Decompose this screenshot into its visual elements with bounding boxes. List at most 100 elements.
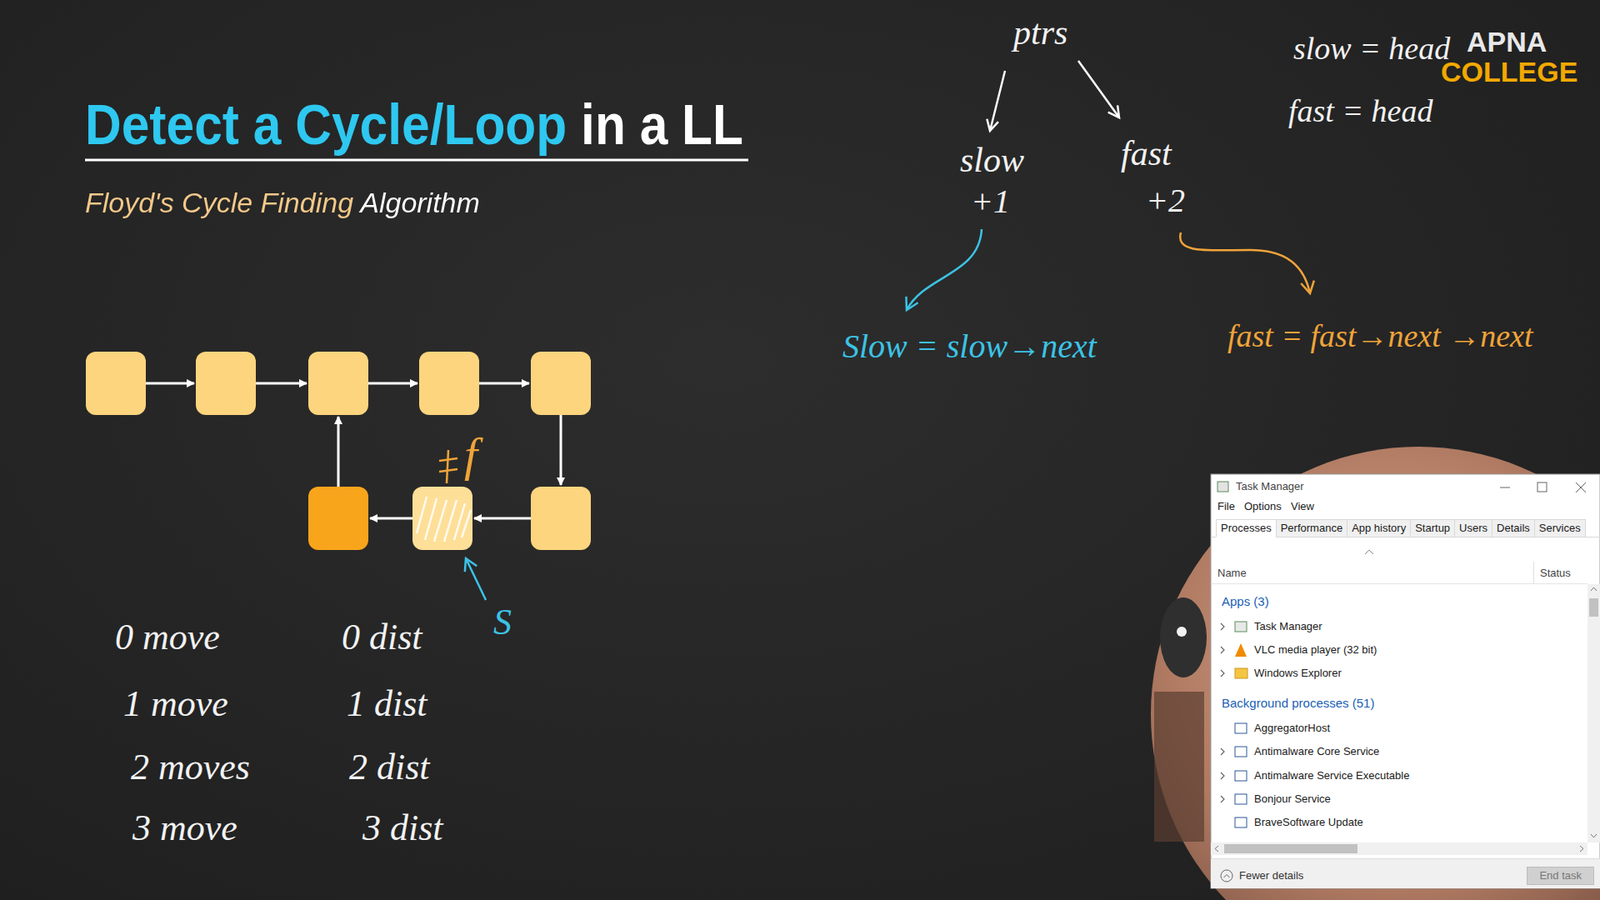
scrollbar xyxy=(1587,584,1600,843)
cycle-start-node xyxy=(308,486,369,550)
window-title: Task Manager xyxy=(1235,480,1305,494)
fast-mark xyxy=(446,450,449,484)
expand-chevron xyxy=(1220,623,1225,803)
title: Detect a Cycle/Loop in a LL xyxy=(85,90,744,160)
process-icon xyxy=(1235,770,1247,781)
close-button xyxy=(1575,482,1586,493)
linked-list-node xyxy=(195,351,256,415)
column-header: Status xyxy=(1540,566,1571,580)
expand-chevron xyxy=(1220,748,1225,755)
list-pointer-arrow xyxy=(337,416,340,487)
headphone-dot xyxy=(1176,626,1187,637)
tab: App history xyxy=(1346,519,1411,538)
process-icon xyxy=(1235,723,1247,734)
expand-chevron xyxy=(1220,623,1225,630)
process-name: VLC media player (32 bit) xyxy=(1254,643,1377,657)
fast-mark xyxy=(439,450,458,484)
expand-chevron xyxy=(1220,646,1225,654)
scrollbar-thumb xyxy=(1589,598,1599,617)
menu-item: Options xyxy=(1244,500,1282,514)
move-count: 2 moves xyxy=(130,745,250,790)
maximize-button xyxy=(1537,482,1547,492)
list-pointer-arrow xyxy=(474,517,531,520)
distance: 0 dist xyxy=(341,615,423,660)
pointer-name: fast xyxy=(1120,132,1172,175)
meeting-scribble xyxy=(416,496,427,534)
linked-list-node xyxy=(419,351,480,415)
expand-chevron xyxy=(1220,670,1225,677)
distance: 3 dist xyxy=(362,806,444,851)
scroll-arrow xyxy=(1215,845,1219,852)
list-pointer-arrow xyxy=(560,415,563,485)
slow-pointer-mark: S xyxy=(493,600,512,645)
chalk-arrow xyxy=(1180,232,1310,294)
vlc-icon xyxy=(1235,643,1247,657)
group-header: Background processes (51) xyxy=(1221,695,1375,711)
chalk-note: ptrs xyxy=(1013,11,1068,54)
process-icon xyxy=(1235,817,1247,828)
menu-item: View xyxy=(1290,500,1315,514)
meeting-scribble xyxy=(434,500,447,542)
linked-list-node xyxy=(308,351,369,415)
expand-chevron xyxy=(1220,772,1225,780)
step-size: +2 xyxy=(1145,180,1185,221)
update-rule: fast = fast→next →next xyxy=(1227,317,1534,356)
list-pointer-arrow xyxy=(368,382,418,385)
linked-list-node xyxy=(85,351,146,415)
menu-item: File xyxy=(1217,500,1235,514)
h-scrollbar-thumb xyxy=(1224,844,1358,854)
webcam-circle xyxy=(1150,446,1600,900)
process-name: BraveSoftware Update xyxy=(1254,815,1364,830)
list-pointer-arrow xyxy=(145,383,561,519)
slow-leader xyxy=(465,558,486,600)
fewer-details-icon xyxy=(1220,870,1233,882)
window-frame xyxy=(1210,474,1600,889)
group-header: Apps (3) xyxy=(1221,594,1270,610)
title-underline xyxy=(85,159,749,162)
scroll-arrow xyxy=(1590,587,1597,591)
watermark: COLLEGE xyxy=(1440,55,1578,90)
h-scrollbar xyxy=(1210,842,1588,855)
process-icon xyxy=(1235,621,1247,632)
process-name: Antimalware Service Executable xyxy=(1254,769,1410,783)
tab: Startup xyxy=(1410,519,1455,538)
process-icon xyxy=(1235,794,1247,805)
distance: 2 dist xyxy=(349,745,430,790)
linked-list-node xyxy=(530,486,591,550)
tab: Processes xyxy=(1215,519,1277,538)
chalk-arrow xyxy=(906,229,982,310)
fast-mark xyxy=(439,458,458,461)
disabled-button: End task xyxy=(1526,866,1595,885)
column-divider xyxy=(1533,561,1535,584)
meeting-scribble xyxy=(425,498,437,540)
fast-pointer-mark: f xyxy=(464,425,478,485)
meeting-scribble xyxy=(416,496,471,542)
status-bar xyxy=(1210,858,1600,889)
distance: 1 dist xyxy=(346,682,428,727)
pointer-name: slow xyxy=(960,139,1025,181)
tab: Performance xyxy=(1275,519,1348,538)
process-name: Antimalware Core Service xyxy=(1254,745,1380,759)
init-rule: slow = head xyxy=(1293,30,1450,69)
process-name: AggregatorHost xyxy=(1254,721,1330,735)
watermark: APNA xyxy=(1466,25,1547,60)
fast-mark xyxy=(439,469,458,472)
process-icon xyxy=(1235,746,1247,757)
process-name: Task Manager xyxy=(1254,620,1323,634)
header-line xyxy=(1210,583,1588,585)
step-size: +1 xyxy=(970,181,1010,222)
process-icon xyxy=(1235,723,1247,828)
status-bar-line xyxy=(1210,858,1600,860)
linked-list-node xyxy=(530,351,591,415)
move-count: 1 move xyxy=(123,682,229,727)
chalk-arrow xyxy=(1078,60,1120,118)
folder-icon xyxy=(1235,668,1248,679)
chalk-arrow xyxy=(990,60,1120,131)
list-pointer-arrow xyxy=(370,517,413,520)
minimize-button xyxy=(1500,487,1510,489)
move-count: 3 move xyxy=(132,806,238,851)
tab: Details xyxy=(1491,519,1535,538)
scroll-arrow xyxy=(1580,845,1584,852)
linked-list-node xyxy=(85,351,591,550)
